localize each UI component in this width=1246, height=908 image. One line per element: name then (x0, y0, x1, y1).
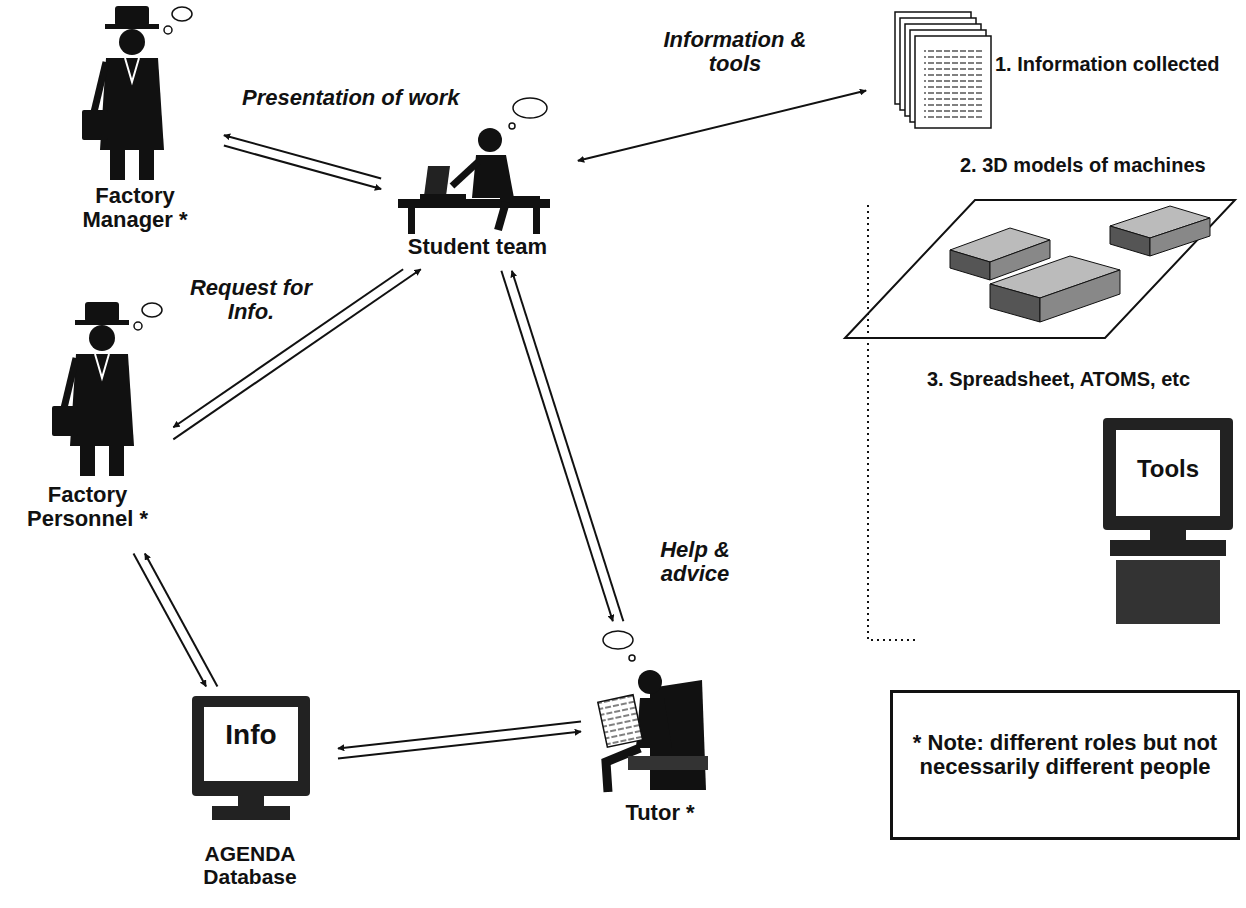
document-node: 1. Information collected (870, 5, 1242, 135)
node-label: Student team (385, 235, 570, 259)
student-node: Student team (385, 95, 574, 267)
personnel-figure (52, 302, 162, 476)
document-stack (895, 12, 991, 128)
edge-label: Information & tools (640, 28, 830, 76)
connector-arrow (224, 146, 381, 189)
tools-computer (1103, 418, 1233, 624)
agenda-computer (192, 696, 310, 820)
node-label: 3. Spreadsheet, ATOMS, etc (927, 368, 1190, 390)
node-label: Factory Personnel * (10, 483, 165, 531)
manager-node: Factory Manager * (50, 0, 220, 236)
machine-models (845, 200, 1235, 338)
node-label: 1. Information collected (995, 53, 1219, 75)
edge-label: Help & advice (640, 538, 750, 586)
edge-label: Presentation of work (240, 86, 462, 110)
node-label: * Note: different roles but not necessar… (905, 731, 1225, 779)
student-figure (398, 98, 550, 234)
node-label: Tutor * (585, 801, 735, 825)
tools-node: 3. Spreadsheet, ATOMS, etcTools (915, 360, 1240, 635)
manager-figure (82, 6, 192, 180)
note-box: * Note: different roles but not necessar… (890, 690, 1240, 840)
tutor-figure (598, 631, 708, 792)
connector-arrow (224, 135, 381, 178)
connector-arrow (173, 269, 421, 439)
node-label: Tools (1116, 456, 1220, 482)
connector-arrow (145, 554, 218, 687)
connector-arrow (133, 554, 206, 687)
database-node: InfoAGENDA Database (170, 690, 334, 900)
node-label: 2. 3D models of machines (960, 154, 1206, 176)
personnel-node: Factory Personnel * (5, 295, 170, 550)
connector-arrow (338, 732, 581, 759)
model-node: 2. 3D models of machines (840, 150, 1240, 345)
edge-label: Request for Info. (186, 276, 316, 324)
tools-bracket (868, 205, 918, 640)
connector-arrow (173, 269, 403, 427)
connector-arrow (501, 271, 612, 621)
node-label: AGENDA Database (170, 842, 330, 888)
tutor-node: Tutor * (585, 625, 739, 835)
node-label: Factory Manager * (60, 184, 210, 232)
connector-arrow (512, 271, 623, 621)
connector-arrow (578, 91, 866, 161)
node-label: Info (204, 720, 298, 751)
